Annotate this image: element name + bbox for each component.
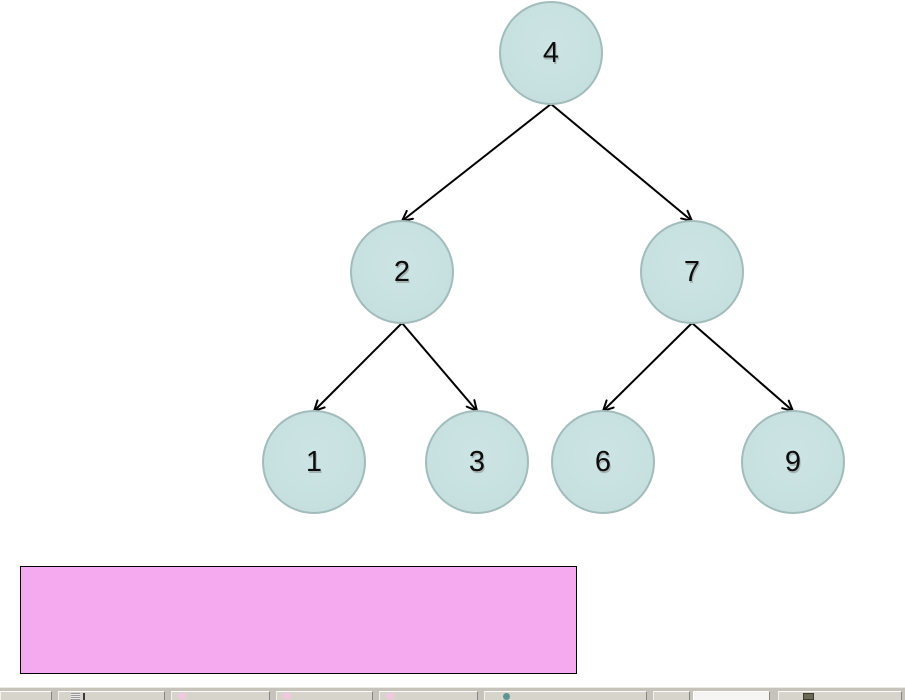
document-icon [71,693,80,700]
node-value: 7 [683,255,701,288]
taskbar-button[interactable] [379,691,478,700]
tree-node-9[interactable]: 9 [741,410,845,514]
edge-4-2 [400,103,552,223]
node-value: 9 [784,445,802,478]
tree-node-1[interactable]: 1 [262,410,366,514]
node-value: 4 [542,36,560,69]
node-value: 3 [468,445,486,478]
taskbar [0,687,905,700]
terminal-icon [803,693,814,700]
cursor-icon [83,693,85,700]
tree-node-2[interactable]: 2 [350,220,454,324]
tree-node-6[interactable]: 6 [551,410,655,514]
taskbar-button[interactable] [58,691,165,700]
answer-box[interactable] [20,566,577,674]
taskbar-button[interactable] [484,691,647,700]
tree-node-3[interactable]: 3 [425,410,529,514]
taskbar-button[interactable] [653,691,690,700]
node-value: 1 [305,445,323,478]
taskbar-button[interactable] [171,691,270,700]
node-value: 6 [594,445,612,478]
app-icon [386,693,394,699]
app-icon [283,693,291,699]
tree-node-4[interactable]: 4 [499,1,603,105]
tree-node-7[interactable]: 7 [640,220,744,324]
taskbar-button-active[interactable] [693,691,770,700]
taskbar-button[interactable] [0,691,52,700]
taskbar-button[interactable] [778,691,902,700]
edge-4-7 [550,103,694,223]
edge-2-3 [401,322,479,413]
app-icon [503,693,510,700]
taskbar-button[interactable] [276,691,373,700]
edge-7-9 [691,322,795,413]
node-value: 2 [393,255,411,288]
app-icon [178,693,186,699]
edge-7-6 [601,322,693,413]
edge-2-1 [312,322,403,413]
